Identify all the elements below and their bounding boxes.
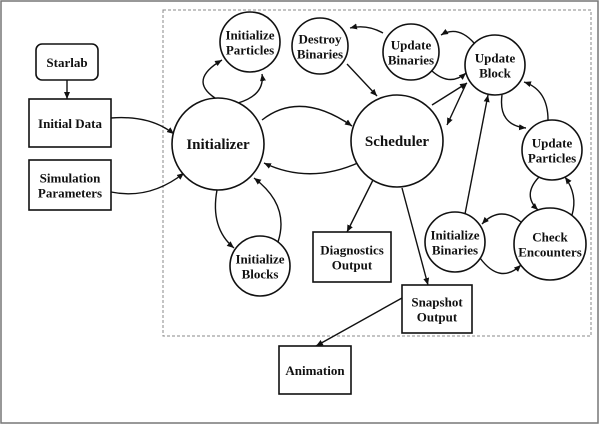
edge-scheduler-to-snapshot-output <box>401 187 430 286</box>
update-particles-label: Particles <box>528 151 576 166</box>
update-block-label: Update <box>475 51 516 66</box>
edge-check-encounters-to-update-particles <box>564 176 575 216</box>
update-binaries-label: Update <box>391 38 432 53</box>
initialize-binaries-circle <box>424 211 486 273</box>
update-binaries-circle <box>382 23 440 81</box>
initializer-circle <box>171 97 265 191</box>
simulation-core-group <box>162 9 592 337</box>
update-particles-label: Update <box>532 136 573 151</box>
edge-initializer-to-scheduler <box>261 105 353 127</box>
edge-initializer-to-initialize-blocks <box>214 189 235 249</box>
node-initializer: Initializer <box>171 97 265 191</box>
edge-update-block-to-scheduler <box>446 83 467 126</box>
edge-update-binaries-to-destroy-binaries <box>349 23 384 34</box>
destroy-binaries-label: Binaries <box>297 47 343 62</box>
animation-box <box>278 345 352 395</box>
update-particles-circle <box>521 119 583 181</box>
scheduler-label: Scheduler <box>365 134 430 150</box>
node-initial-data: Initial Data <box>28 98 112 148</box>
update-block-label: Block <box>479 66 512 81</box>
initialize-binaries-label: Binaries <box>432 243 478 258</box>
node-animation: Animation <box>278 345 352 395</box>
initializer-label: Initializer <box>186 137 250 153</box>
edge-initialize-binaries-to-update-block <box>464 94 490 215</box>
edge-update-particles-to-check-encounters <box>529 176 540 211</box>
initialize-blocks-circle <box>229 235 291 297</box>
initial-data-label: Initial Data <box>38 116 102 131</box>
update-block-circle <box>464 34 526 96</box>
node-scheduler: Scheduler <box>350 94 444 188</box>
edge-update-particles-to-update-block <box>523 81 549 121</box>
diagnostics-output-label: Output <box>332 258 373 273</box>
simulation-parameters-box <box>28 159 112 211</box>
check-encounters-label: Encounters <box>518 245 582 260</box>
edge-update-block-to-update-particles <box>500 94 527 131</box>
edge-initial-data-to-initializer <box>110 116 175 135</box>
animation-label: Animation <box>285 363 345 378</box>
initialize-blocks-label: Initialize <box>235 252 284 267</box>
scheduler-circle <box>350 94 444 188</box>
edge-check-encounters-to-initialize-binaries <box>481 213 522 225</box>
starlab-box <box>35 43 99 81</box>
edge-simulation-parameters-to-initializer <box>110 172 185 195</box>
diagnostics-output-box <box>312 231 392 283</box>
initial-data-box <box>28 98 112 148</box>
snapshot-output-label: Snapshot <box>411 295 463 310</box>
destroy-binaries-circle <box>291 17 349 75</box>
edge-update-block-to-update-binaries <box>440 28 475 44</box>
edge-scheduler-to-update-block <box>431 82 468 106</box>
update-binaries-label: Binaries <box>388 53 434 68</box>
edge-snapshot-output-to-animation <box>315 297 403 347</box>
initialize-blocks-label: Blocks <box>242 267 279 282</box>
edge-destroy-binaries-to-scheduler <box>346 63 378 97</box>
diagnostics-output-label: Diagnostics <box>320 243 384 258</box>
simulation-parameters-label: Parameters <box>38 186 102 201</box>
destroy-binaries-label: Destroy <box>298 32 342 47</box>
initialize-particles-circle <box>219 11 281 73</box>
edges <box>64 23 575 347</box>
snapshot-output-box <box>401 284 473 334</box>
edge-scheduler-to-diagnostics-output <box>346 179 374 233</box>
edge-initialize-particles-to-initializer <box>237 73 266 104</box>
initialize-particles-label: Particles <box>226 43 274 58</box>
simulation-parameters-label: Simulation <box>40 171 101 186</box>
initialize-binaries-label: Initialize <box>430 228 479 243</box>
check-encounters-label: Check <box>532 230 568 245</box>
starlab-label: Starlab <box>46 55 87 70</box>
snapshot-output-label: Output <box>417 310 458 325</box>
edge-initialize-binaries-to-check-encounters <box>479 257 522 275</box>
initialize-particles-label: Initialize <box>225 28 274 43</box>
edge-update-binaries-to-update-block <box>431 70 467 81</box>
node-starlab: Starlab <box>35 43 99 81</box>
check-encounters-circle <box>513 207 587 281</box>
edge-scheduler-to-initializer <box>263 161 361 175</box>
edge-initializer-to-initialize-particles <box>202 59 223 99</box>
edge-initialize-blocks-to-initializer <box>253 177 282 243</box>
